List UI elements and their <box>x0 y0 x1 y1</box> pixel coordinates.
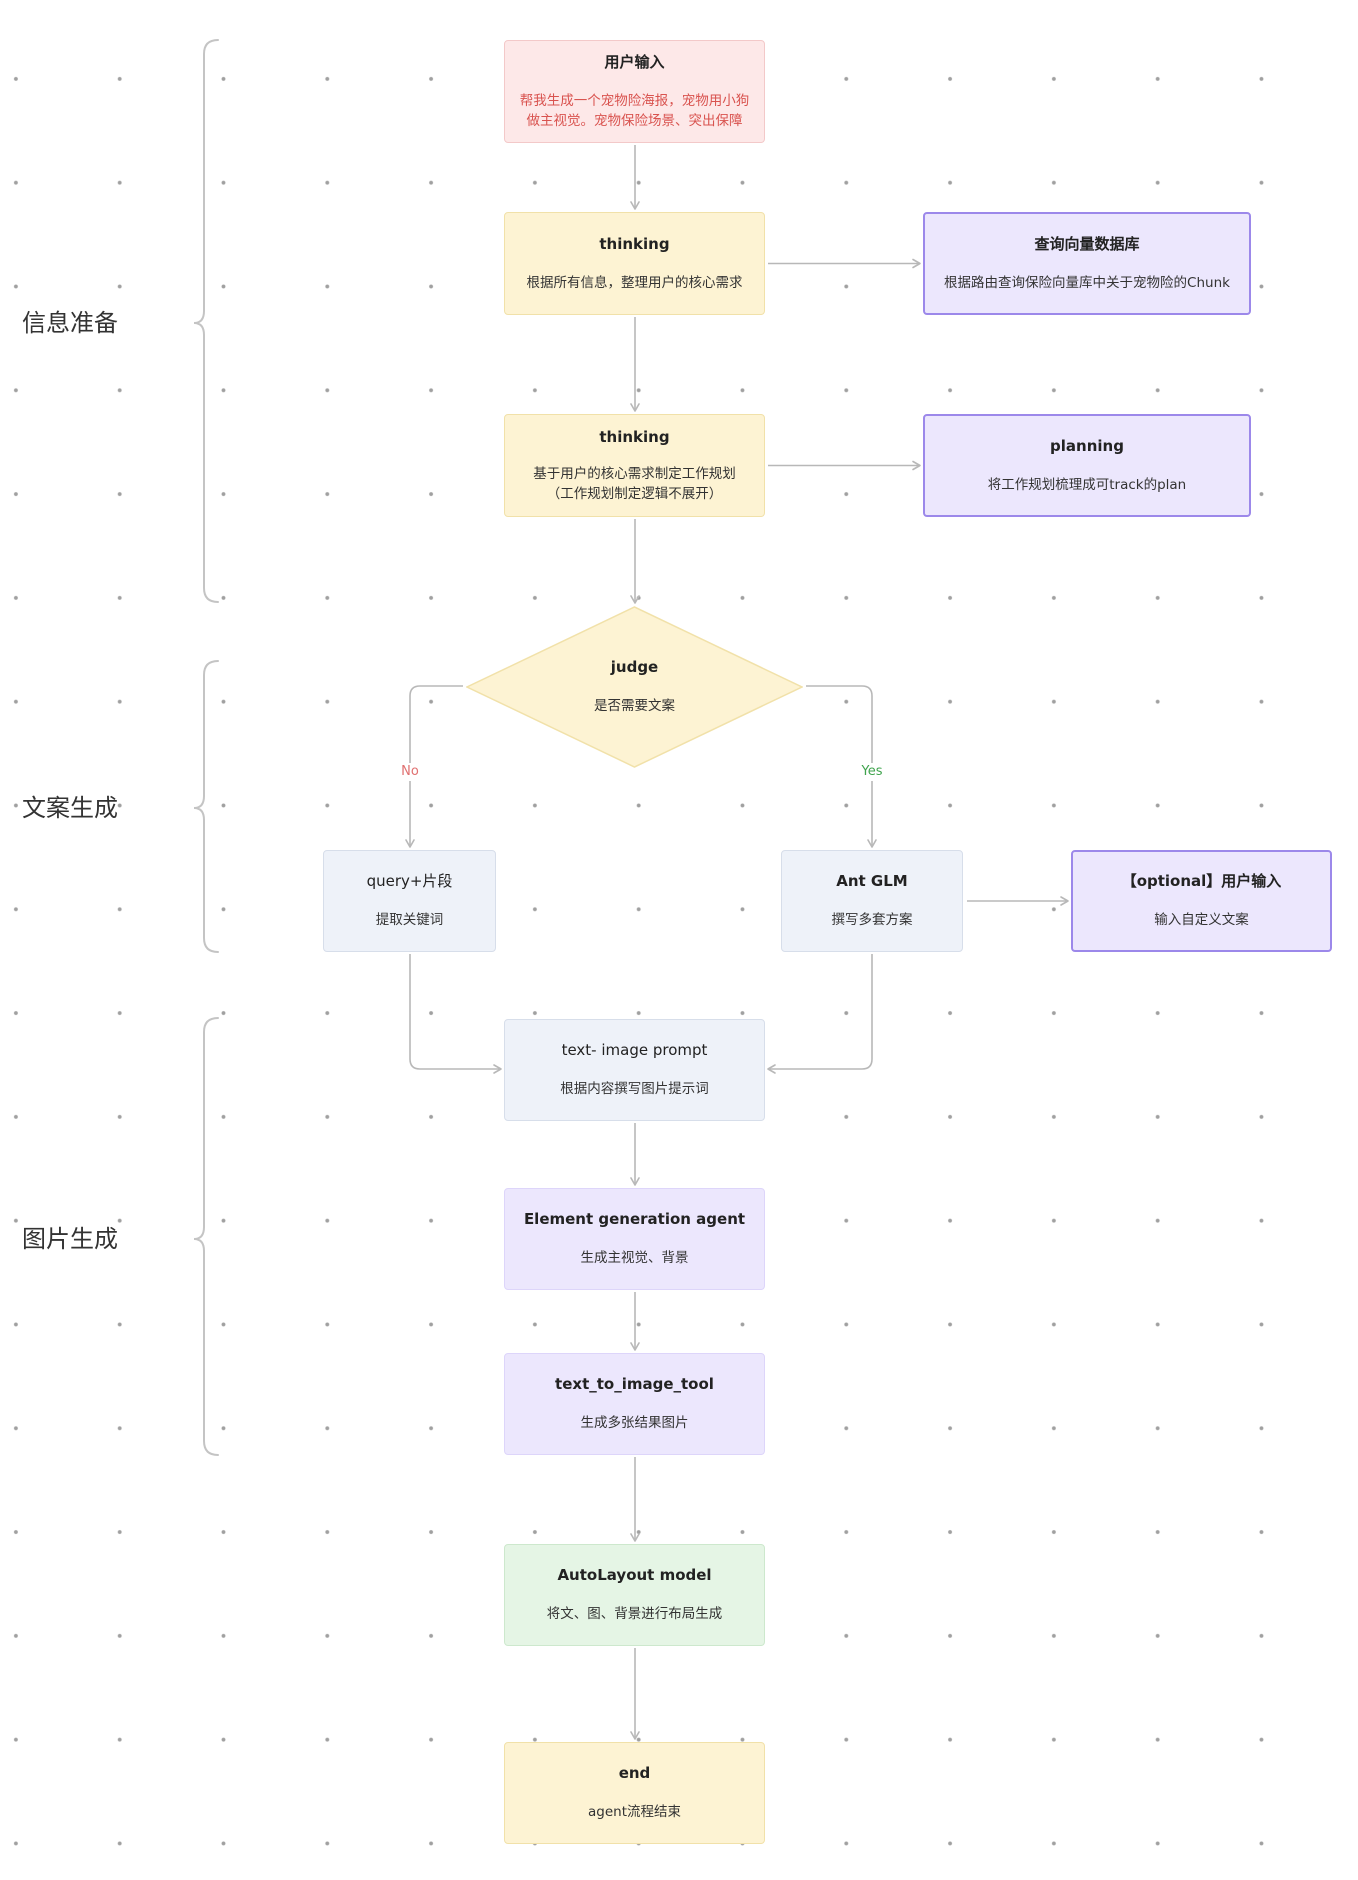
edge-query-segment-to-prompt <box>409 954 502 1074</box>
node-body-line: 将工作规划梳理成可track的plan <box>987 476 1187 493</box>
section-brace-image-gen <box>193 1017 219 1456</box>
node-body-line: 是否需要文案 <box>594 698 675 714</box>
node-title: thinking <box>599 427 670 446</box>
node-body: 将工作规划梳理成可track的plan <box>988 475 1187 495</box>
node-body: 撰写多套方案 <box>832 910 913 930</box>
node-title: thinking <box>599 234 670 253</box>
node-title: 【optional】用户输入 <box>1121 872 1282 890</box>
section-label-info-prep: 信息准备 <box>22 309 118 337</box>
edge-label-yes: Yes <box>855 763 889 781</box>
node-optional-user-input[interactable]: 【optional】用户输入 输入自定义文案 <box>1071 850 1332 952</box>
node-text-image-prompt[interactable]: text- image prompt 根据内容撰写图片提示词 <box>504 1019 765 1121</box>
node-autolayout-model[interactable]: AutoLayout model 将文、图、背景进行布局生成 <box>504 1544 765 1646</box>
node-body: 根据内容撰写图片提示词 <box>560 1079 709 1099</box>
node-body-line: 根据内容撰写图片提示词 <box>560 1081 709 1097</box>
node-body-line: 生成主视觉、背景 <box>580 1250 689 1266</box>
node-body-line: 基于用户的核心需求制定工作规划 <box>533 465 736 482</box>
node-title: text_to_image_tool <box>555 1375 714 1393</box>
node-body: 生成主视觉、背景 <box>581 1248 689 1268</box>
node-title: judge <box>610 658 659 676</box>
section-brace-copy-gen <box>193 660 219 953</box>
node-body-line: 帮我生成一个宠物险海报，宠物用小狗 <box>519 92 750 109</box>
node-query-segment[interactable]: query+片段 提取关键词 <box>323 850 496 952</box>
edge-ant-glm-to-prompt <box>767 954 873 1074</box>
section-brace-info-prep <box>193 39 219 603</box>
node-body-line: 撰写多套方案 <box>831 912 913 928</box>
section-label-copy-gen: 文案生成 <box>22 794 118 822</box>
node-title: 查询向量数据库 <box>1034 234 1140 253</box>
node-title: planning <box>1050 436 1124 455</box>
node-body: 将文、图、背景进行布局生成 <box>547 1604 723 1624</box>
node-body-line: 输入自定义文案 <box>1154 912 1249 928</box>
node-title: query+片段 <box>366 872 453 890</box>
node-body: 根据所有信息，整理用户的核心需求 <box>527 273 743 293</box>
node-query-vector-db[interactable]: 查询向量数据库 根据路由查询保险向量库中关于宠物险的Chunk <box>923 212 1251 315</box>
node-body: 根据路由查询保险向量库中关于宠物险的Chunk <box>944 273 1230 293</box>
node-title: 用户输入 <box>604 52 665 71</box>
section-label-image-gen: 图片生成 <box>22 1225 118 1253</box>
node-end[interactable]: end agent流程结束 <box>504 1742 765 1844</box>
node-body: 输入自定义文案 <box>1154 910 1249 930</box>
node-body-line: agent流程结束 <box>588 1804 681 1820</box>
edge-label-no: No <box>393 763 427 781</box>
node-body-line: 生成多张结果图片 <box>580 1415 689 1431</box>
node-body: agent流程结束 <box>588 1802 681 1822</box>
node-title: Ant GLM <box>836 872 908 890</box>
node-element-generation-agent[interactable]: Element generation agent 生成主视觉、背景 <box>504 1188 765 1290</box>
node-thinking-plan[interactable]: thinking 基于用户的核心需求制定工作规划 （工作规划制定逻辑不展开） <box>504 414 765 517</box>
decision-diamond-shape <box>466 606 803 768</box>
node-body-line: （工作规划制定逻辑不展开） <box>546 485 723 502</box>
node-title: Element generation agent <box>523 1210 746 1228</box>
node-body-line: 提取关键词 <box>375 912 444 928</box>
node-body: 基于用户的核心需求制定工作规划 （工作规划制定逻辑不展开） <box>533 464 736 504</box>
node-body: 帮我生成一个宠物险海报，宠物用小狗 做主视觉。宠物保险场景、突出保障 <box>520 91 750 131</box>
node-body: 提取关键词 <box>376 910 444 930</box>
node-title: AutoLayout model <box>557 1566 712 1584</box>
node-body: 生成多张结果图片 <box>581 1413 689 1433</box>
node-thinking-core-needs[interactable]: thinking 根据所有信息，整理用户的核心需求 <box>504 212 765 315</box>
node-text-to-image-tool[interactable]: text_to_image_tool 生成多张结果图片 <box>504 1353 765 1455</box>
node-body-line: 根据路由查询保险向量库中关于宠物险的Chunk <box>944 274 1230 291</box>
node-body-line: 将文、图、背景进行布局生成 <box>546 1606 723 1622</box>
node-body-line: 根据所有信息，整理用户的核心需求 <box>526 274 743 291</box>
node-planning[interactable]: planning 将工作规划梳理成可track的plan <box>923 414 1251 517</box>
node-title: text- image prompt <box>561 1041 708 1059</box>
node-title: end <box>618 1764 651 1782</box>
node-ant-glm[interactable]: Ant GLM 撰写多套方案 <box>781 850 963 952</box>
node-judge-decision[interactable]: judge 是否需要文案 <box>466 606 803 768</box>
node-user-input[interactable]: 用户输入 帮我生成一个宠物险海报，宠物用小狗 做主视觉。宠物保险场景、突出保障 <box>504 40 765 143</box>
node-body-line: 做主视觉。宠物保险场景、突出保障 <box>526 112 743 129</box>
